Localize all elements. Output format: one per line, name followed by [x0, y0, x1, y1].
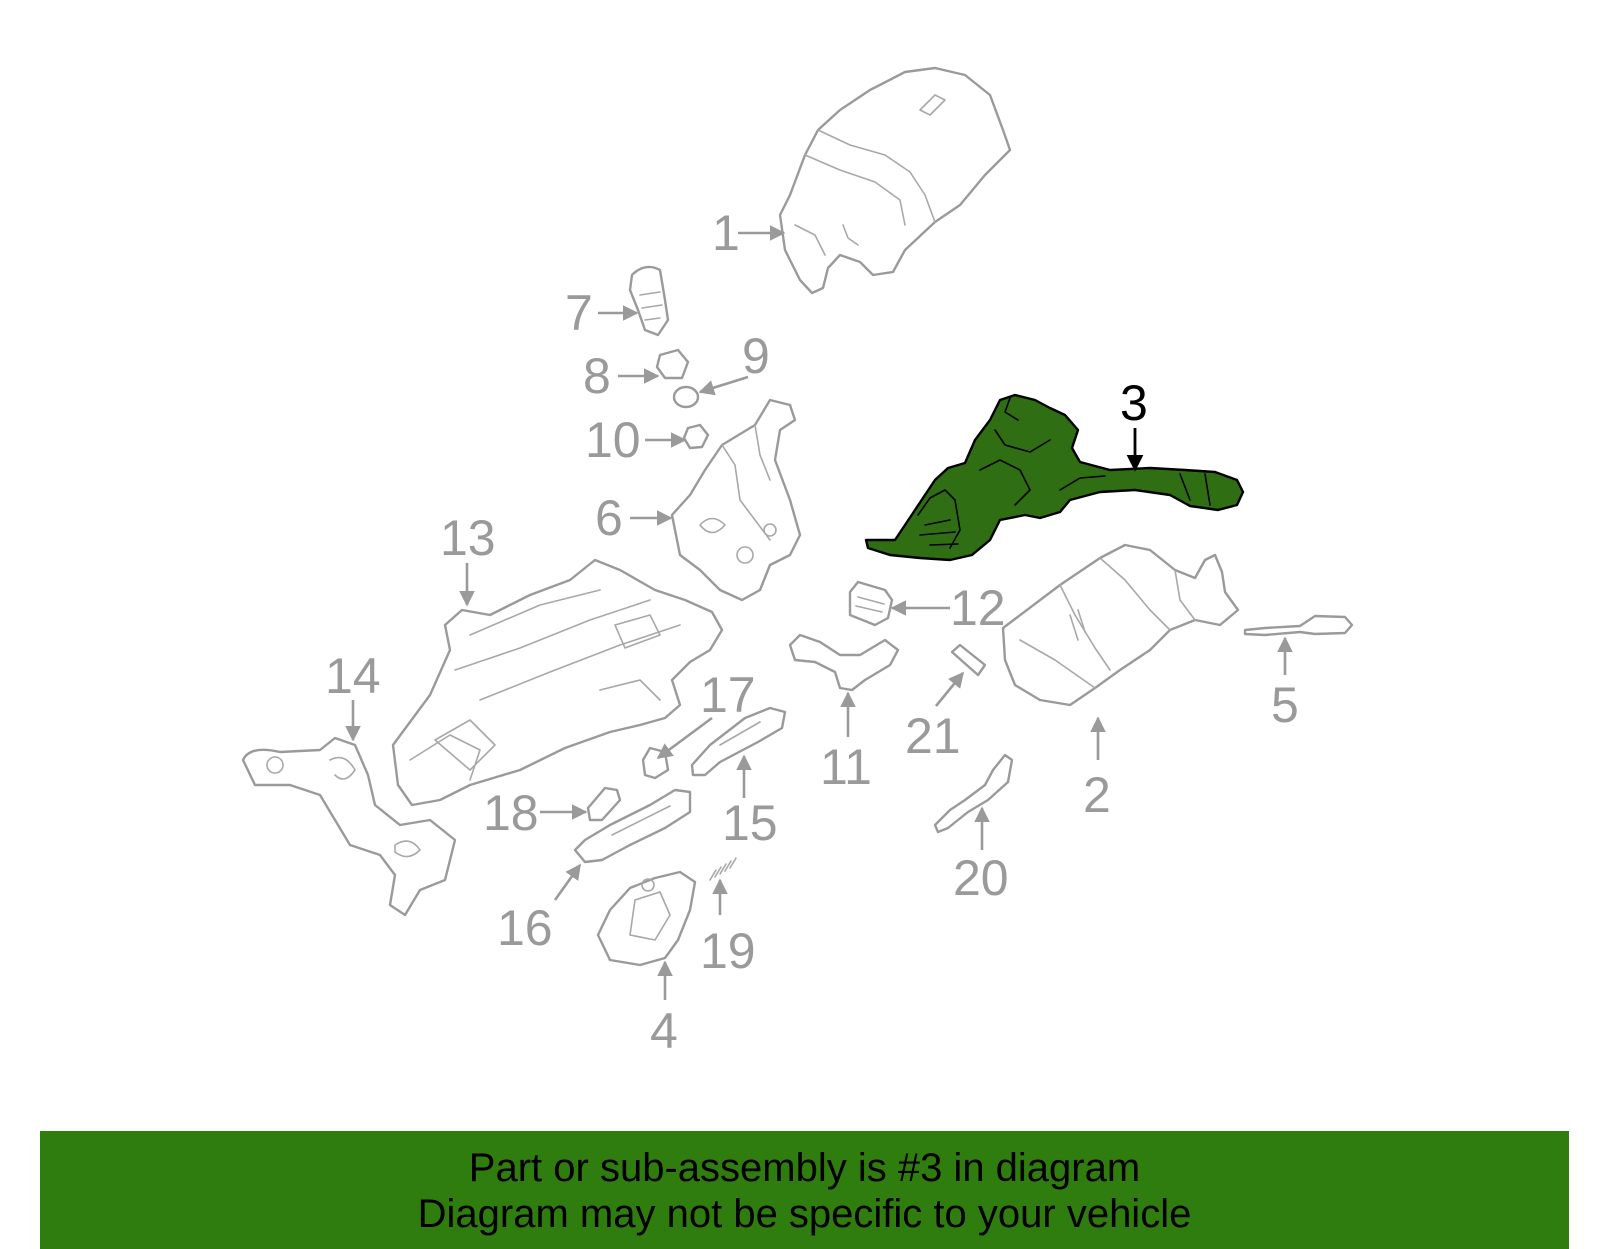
- callout-6: 6: [595, 490, 623, 546]
- part-5-knob: [1243, 614, 1354, 637]
- banner-line-disclaimer: Diagram may not be specific to your vehi…: [417, 1192, 1192, 1236]
- part-16-actuator: [573, 788, 692, 864]
- callout-8: 8: [583, 348, 611, 404]
- part-14-bracket: [241, 736, 457, 917]
- part-6-housing: [670, 398, 802, 602]
- part-15-lever: [690, 706, 787, 777]
- leader-lines: [345, 225, 1293, 1000]
- callout-5: 5: [1271, 677, 1299, 733]
- callout-18: 18: [483, 785, 539, 841]
- callout-17: 17: [700, 667, 756, 723]
- callout-13: 13: [440, 510, 496, 566]
- callout-15: 15: [722, 795, 778, 851]
- callout-10: 10: [585, 412, 641, 468]
- callout-14: 14: [325, 648, 381, 704]
- part-19-spring: [709, 857, 737, 881]
- part-9-ring: [672, 385, 700, 409]
- callout-9: 9: [742, 328, 770, 384]
- callout-3: 3: [1120, 375, 1148, 431]
- callout-4: 4: [650, 1003, 678, 1059]
- part-20-bracket: [933, 753, 1014, 834]
- callout-7: 7: [565, 285, 593, 341]
- part-7-lock-cylinder: [628, 265, 670, 337]
- info-banner: Part or sub-assembly is #3 in diagram Di…: [40, 1131, 1569, 1249]
- callout-21: 21: [905, 708, 961, 764]
- part-8-bezel: [655, 348, 690, 380]
- part-21-pin: [950, 643, 987, 677]
- part-18-bushing: [586, 786, 622, 822]
- part-12-contact: [848, 580, 894, 627]
- part-1-upper-shroud: [778, 66, 1012, 295]
- part-4-housing: [596, 870, 697, 967]
- callout-20: 20: [953, 850, 1009, 906]
- callout-12: 12: [950, 580, 1006, 636]
- part-10-nut: [682, 423, 710, 450]
- callout-2: 2: [1083, 767, 1111, 823]
- parts-diagram: 1 2 3 4 5 6 7 8 9 10 11 12 13 14 15 16 1…: [241, 66, 1354, 1059]
- part-11-lever: [788, 633, 900, 692]
- callout-16: 16: [497, 900, 553, 956]
- callout-1: 1: [712, 205, 740, 261]
- callout-labels: 1 2 3 4 5 6 7 8 9 10 11 12 13 14 15 16 1…: [325, 205, 1299, 1059]
- callout-19: 19: [700, 923, 756, 979]
- part-2-lower-shroud: [1001, 543, 1240, 707]
- callout-11: 11: [820, 739, 872, 795]
- banner-line-part: Part or sub-assembly is #3 in diagram: [468, 1146, 1141, 1190]
- part-13-column-tube: [391, 558, 724, 807]
- part-3-multifunction-switch: [864, 393, 1245, 562]
- part-17-clip: [641, 746, 670, 780]
